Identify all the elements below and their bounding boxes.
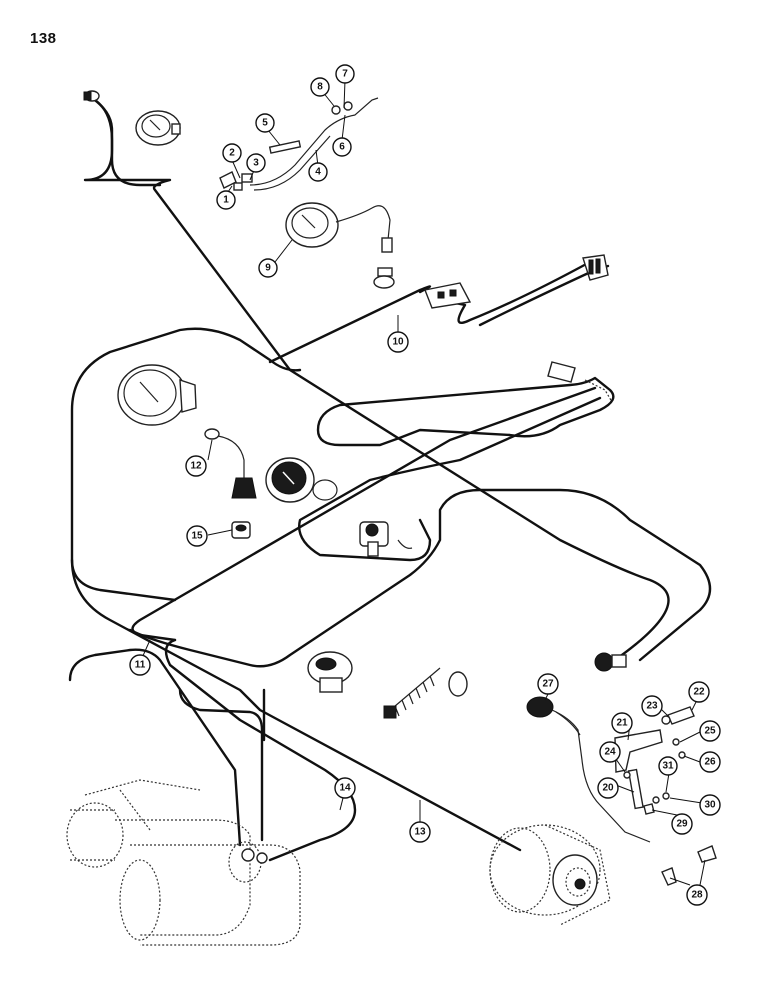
callouts: 1 2 3 4 5 6 7 8 9 10 11 12 13 14 15 20 2… [129, 64, 721, 906]
wire-starter-b [178, 688, 264, 842]
connector-right-plug [547, 361, 613, 403]
callout-2: 2 [222, 143, 242, 163]
svg-text:2: 2 [229, 148, 235, 159]
callout-31: 31 [658, 756, 678, 776]
callout-23: 23 [641, 695, 663, 717]
wire-lower-2 [128, 488, 712, 668]
callout-24: 24 [599, 741, 621, 763]
sender-12 [204, 428, 257, 499]
alternator [489, 824, 611, 926]
svg-text:4: 4 [315, 167, 321, 178]
connector-top-right [582, 254, 609, 281]
callout-21: 21 [611, 712, 633, 734]
callout-25: 25 [699, 720, 721, 742]
wire-to-starter-2 [298, 396, 602, 562]
svg-text:24: 24 [604, 747, 616, 758]
callout-5: 5 [255, 113, 275, 133]
callout-20: 20 [597, 777, 619, 799]
harness-wires [68, 96, 712, 862]
svg-text:29: 29 [676, 819, 688, 830]
svg-text:8: 8 [317, 82, 323, 93]
switch-knob-right [594, 652, 627, 672]
wire-to-starter-1 [131, 386, 597, 642]
callout-1: 1 [216, 190, 236, 210]
svg-text:9: 9 [265, 263, 271, 274]
connector-block-10 [424, 282, 472, 309]
callout-28: 28 [686, 884, 708, 906]
wire-lower-1 [70, 558, 522, 852]
callout-29: 29 [671, 813, 693, 835]
callout-13: 13 [409, 821, 431, 843]
svg-text:1: 1 [223, 195, 229, 206]
svg-text:22: 22 [693, 687, 705, 698]
gauge-9 [285, 202, 395, 289]
svg-text:10: 10 [392, 337, 404, 348]
callout-26: 26 [699, 751, 721, 773]
svg-text:31: 31 [662, 761, 674, 772]
svg-text:26: 26 [704, 757, 716, 768]
callout-22: 22 [688, 681, 710, 703]
svg-text:13: 13 [414, 827, 426, 838]
gauge-dark-center [265, 457, 338, 503]
svg-text:21: 21 [616, 718, 628, 729]
callout-4: 4 [308, 162, 328, 182]
connector-top-left [83, 90, 100, 102]
svg-text:3: 3 [253, 158, 259, 169]
callout-9: 9 [258, 258, 278, 278]
callout-8: 8 [310, 77, 330, 97]
cable-assembly [219, 97, 379, 191]
svg-text:25: 25 [704, 726, 716, 737]
choke-knob-27 [526, 696, 651, 843]
svg-text:28: 28 [691, 890, 703, 901]
svg-text:5: 5 [262, 118, 268, 129]
svg-text:14: 14 [339, 783, 351, 794]
svg-text:20: 20 [602, 783, 614, 794]
starter-motor [66, 779, 301, 946]
starter-solenoid-center [307, 651, 353, 693]
wire-starter-loop [68, 648, 242, 847]
svg-text:12: 12 [190, 461, 202, 472]
callout-27: 27 [537, 673, 559, 695]
svg-text:30: 30 [704, 800, 716, 811]
gauge-large-left [117, 364, 197, 426]
svg-text:6: 6 [339, 142, 345, 153]
ignition-switch [359, 521, 413, 557]
wire-upper-diag [268, 285, 432, 364]
callout-10: 10 [387, 331, 409, 353]
callout-14: 14 [334, 777, 356, 799]
callout-3: 3 [246, 153, 266, 173]
callout-11: 11 [129, 654, 151, 676]
callout-6: 6 [332, 137, 352, 157]
wire-harness-10 [438, 256, 602, 325]
wire-center-rect [316, 376, 615, 447]
svg-text:7: 7 [342, 69, 348, 80]
callout-30: 30 [699, 794, 721, 816]
sender-15 [231, 521, 251, 539]
wire-left-loop [70, 327, 302, 602]
callout-12: 12 [185, 455, 207, 477]
spring-assembly [383, 667, 468, 719]
svg-text:11: 11 [135, 660, 146, 671]
gauge-top [135, 110, 181, 146]
bracket-hardware [614, 706, 695, 815]
clips-28 [661, 845, 717, 886]
svg-text:27: 27 [542, 679, 554, 690]
callout-15: 15 [186, 525, 208, 547]
svg-text:15: 15 [191, 531, 203, 542]
callout-7: 7 [335, 64, 355, 84]
svg-text:23: 23 [646, 701, 658, 712]
page-number: 138 [30, 30, 57, 47]
wire-top-loop [90, 96, 162, 187]
